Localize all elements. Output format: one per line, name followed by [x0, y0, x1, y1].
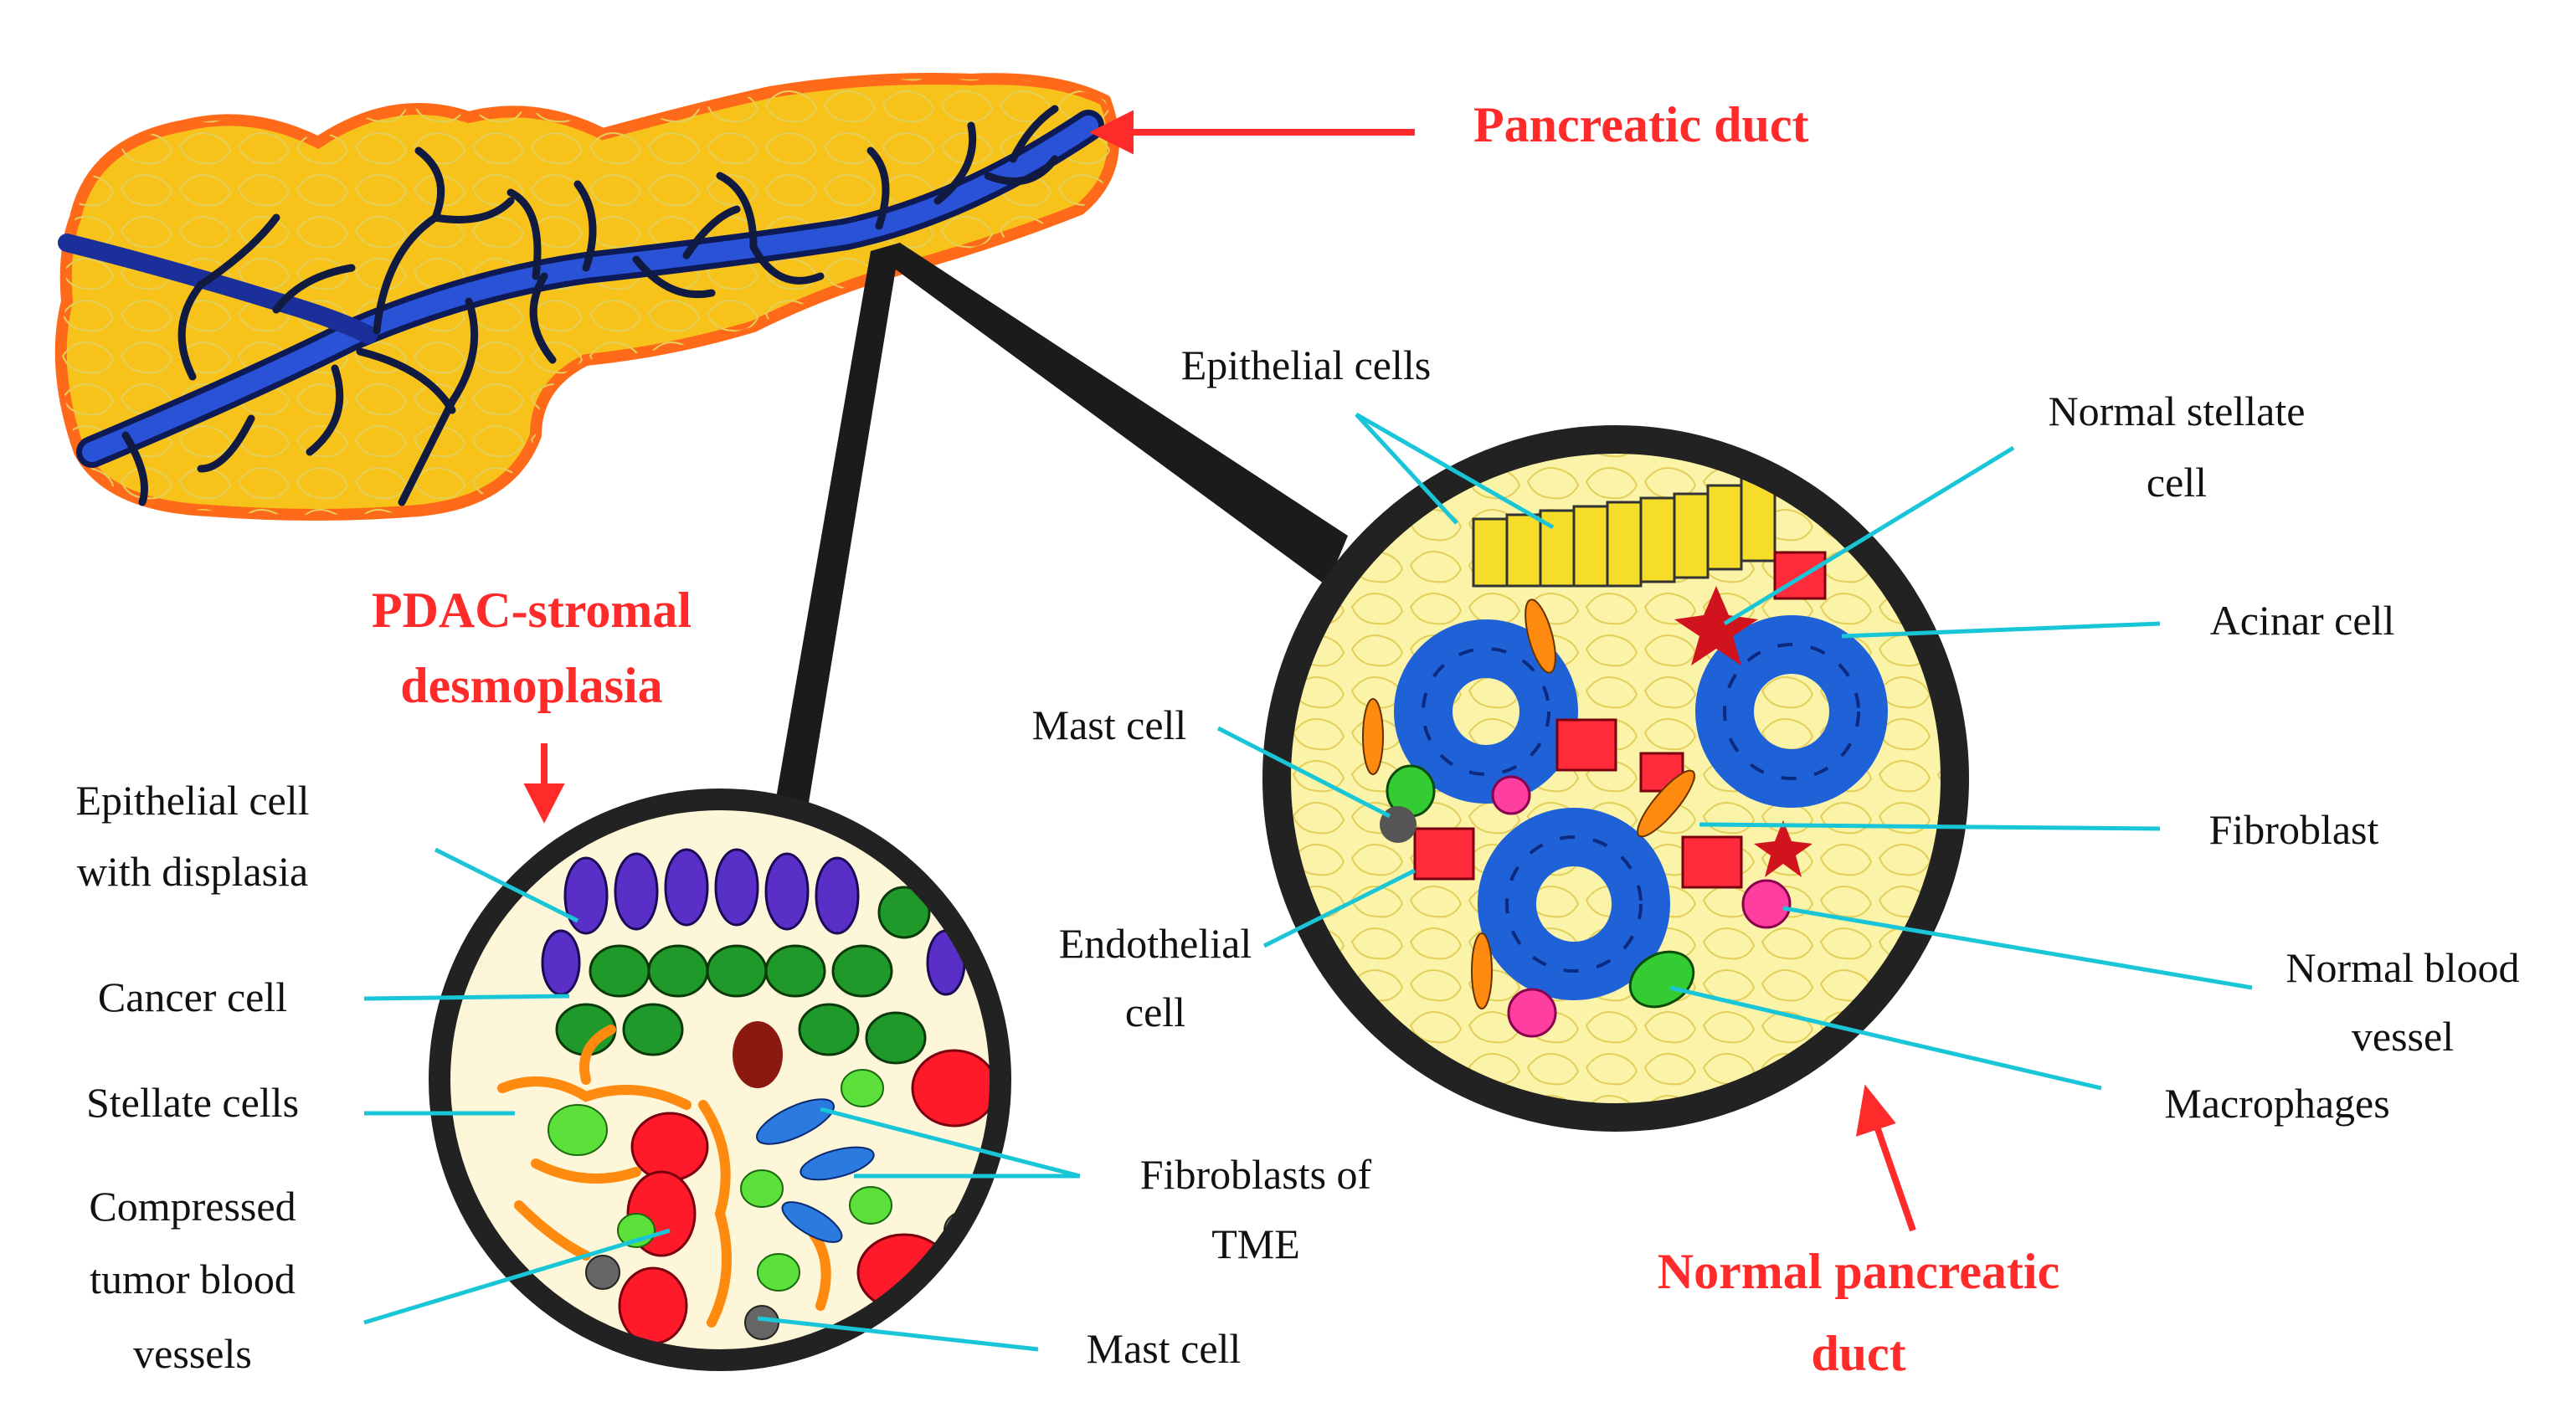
title-pancreatic-duct: Pancreatic duct [1473, 97, 1809, 152]
label-macrophages: Macrophages [2164, 1080, 2390, 1127]
pancreas-gland [54, 73, 1119, 521]
label-endothelial-2: cell [1124, 989, 1186, 1035]
label-normal-stellate-1: Normal stellate [2048, 388, 2306, 434]
pdac-circle [429, 788, 1011, 1371]
title-pdac-line1: PDAC-stromal [371, 583, 692, 638]
label-endothelial-1: Endothelial [1058, 920, 1252, 967]
label-compressed-1: Compressed [89, 1183, 296, 1230]
connector-stalks [774, 243, 1348, 808]
label-normal-blood-1: Normal blood [2285, 944, 2520, 991]
label-stellate-cells: Stellate cells [85, 1079, 300, 1126]
label-normal-blood-2: vessel [2351, 1013, 2455, 1060]
label-normal-stellate-2: cell [2146, 459, 2208, 506]
label-epithelial-displasia-2: with displasia [76, 848, 309, 895]
title-normal-line2: duct [1811, 1326, 1906, 1381]
title-normal-line1: Normal pancreatic [1657, 1244, 2060, 1299]
title-arrows [523, 110, 1916, 1232]
label-compressed-2: tumor blood [90, 1256, 296, 1302]
label-epithelial-cells: Epithelial cells [1180, 342, 1432, 388]
label-mast-cell-left: Mast cell [1086, 1325, 1242, 1372]
title-pdac-line2: desmoplasia [400, 658, 663, 713]
label-compressed-3: vessels [133, 1330, 252, 1377]
label-fibroblasts-tme-2: TME [1211, 1220, 1300, 1267]
label-acinar-cell: Acinar cell [2209, 597, 2395, 644]
pointer-lines [363, 412, 2253, 1352]
label-fibroblasts-tme-1: Fibroblasts of [1139, 1151, 1372, 1198]
label-mast-cell-right: Mast cell [1031, 701, 1187, 748]
pancreatic-duct-vessel [58, 105, 1104, 506]
normal-duct-circle [1262, 425, 1969, 1132]
label-epithelial-displasia-1: Epithelial cell [75, 777, 310, 824]
label-fibroblast: Fibroblast [2208, 806, 2379, 853]
label-cancer-cell: Cancer cell [97, 973, 288, 1020]
